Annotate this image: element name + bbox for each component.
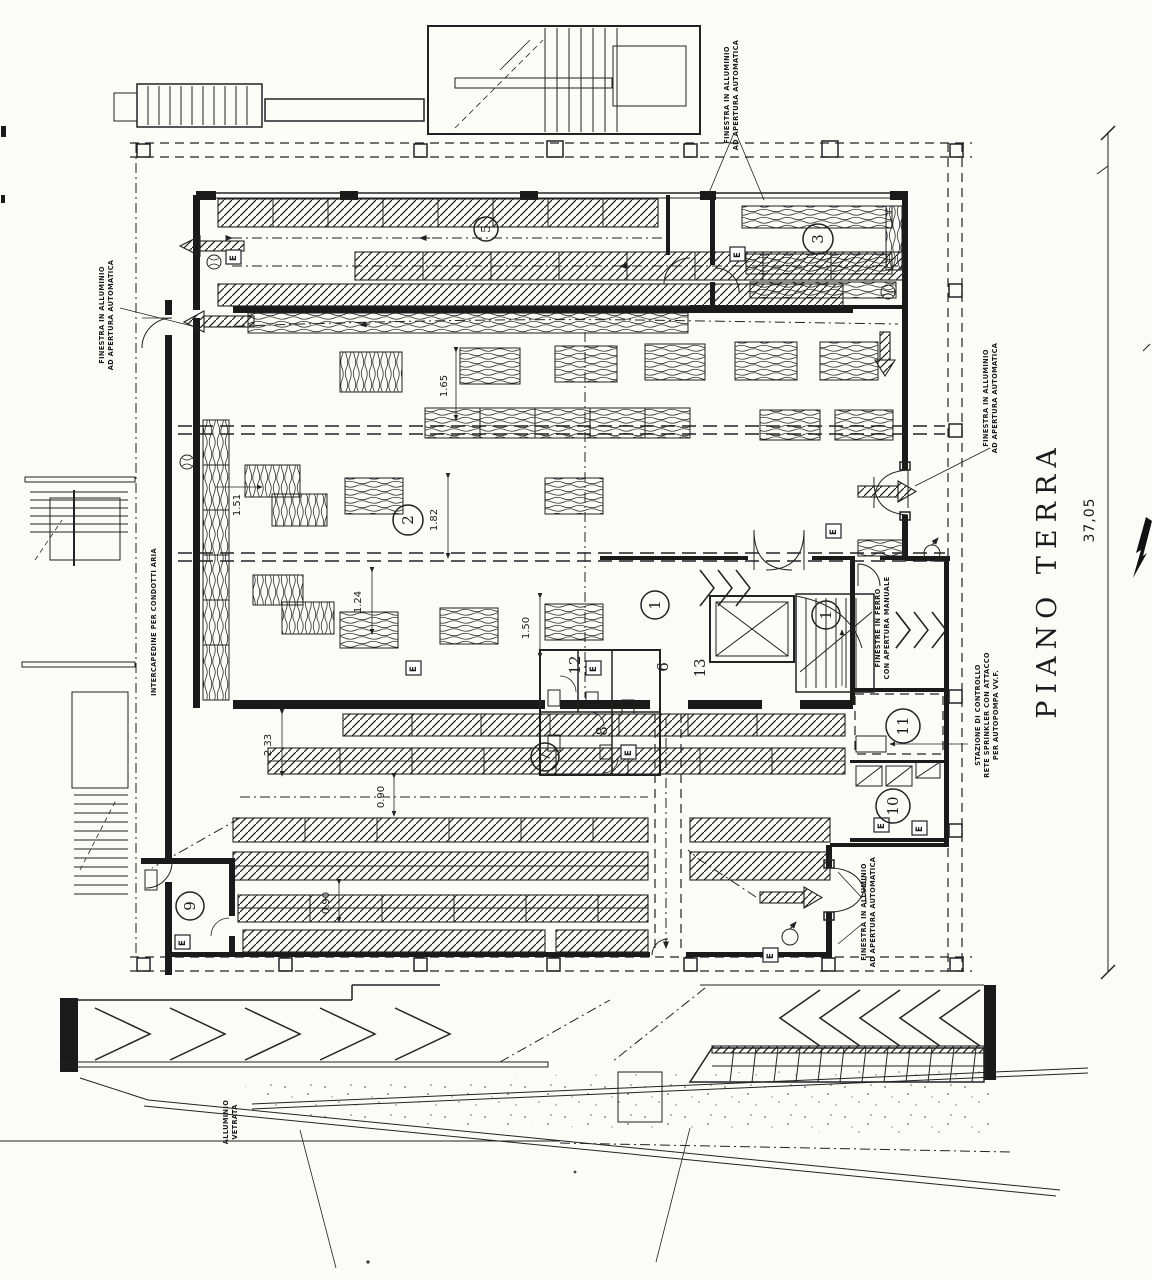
room-number-3: 3 xyxy=(809,234,827,244)
svg-text:AD APERTURA AUTOMATICA: AD APERTURA AUTOMATICA xyxy=(869,856,877,967)
exit-label: E xyxy=(178,940,188,946)
exit-sign: E xyxy=(825,523,842,539)
fan-symbols xyxy=(179,254,941,946)
svg-text:CON APERTURA MANUALE: CON APERTURA MANUALE xyxy=(883,576,891,679)
exit-sign: E xyxy=(174,934,191,950)
dimension-0-90: 0.90 xyxy=(321,892,332,914)
building-walls xyxy=(165,191,950,975)
annotation-finestra-top: FINESTRA IN ALLUMINIO AD APERTURA AUTOMA… xyxy=(705,39,765,201)
external-stairs-left xyxy=(21,476,136,895)
bottom-right-entrance xyxy=(823,859,867,921)
exit-sign: E xyxy=(873,817,890,833)
room9 xyxy=(141,858,235,954)
back-store-racks xyxy=(232,713,846,953)
room-number-1: 1 xyxy=(817,610,835,620)
room-number-circles: 5 3 2 1 1 7 9 11 10 6 13 12 8 xyxy=(175,216,921,921)
room-number-7: 7 xyxy=(536,752,554,762)
plan-title: PIANO TERRA xyxy=(1032,441,1063,719)
annotation-finestra-right: FINESTRA IN ALLUMINIO AD APERTURA AUTOMA… xyxy=(914,342,999,487)
core-elevator-stairs xyxy=(699,461,947,693)
dimension-1-82: 1.82 xyxy=(429,509,440,531)
room-number-11: 11 xyxy=(894,716,912,735)
exit-sign: E xyxy=(911,820,928,836)
rooms-10-11 xyxy=(854,693,968,787)
room-number-5: 5 xyxy=(479,225,493,233)
exit-label: E xyxy=(829,529,839,535)
exit-sign: E xyxy=(225,249,242,265)
dimension-1-50: 1.50 xyxy=(521,617,532,639)
svg-text:FINESTRA IN ALLUMINIO: FINESTRA IN ALLUMINIO xyxy=(982,349,990,447)
annotation-finestra-bottom: FINESTRA IN ALLUMINIO AD APERTURA AUTOMA… xyxy=(837,856,877,967)
svg-text:RETE SPRINKLER CON ATTACCO: RETE SPRINKLER CON ATTACCO xyxy=(983,652,991,778)
svg-text:ALLUMINIO: ALLUMINIO xyxy=(222,1100,230,1144)
entry-arrows xyxy=(178,235,918,909)
room-number-8: 8 xyxy=(593,726,611,736)
annotation-finestre-ferro: FINESTRE IN FERRO CON APERTURA MANUALE xyxy=(874,576,891,679)
external-bottom xyxy=(0,984,1089,1197)
pen-arrow-mark xyxy=(1133,517,1152,578)
overall-dimension-label: 37,05 xyxy=(1082,497,1098,542)
portico-posts xyxy=(136,140,964,972)
svg-text:AD APERTURA AUTOMATICA: AD APERTURA AUTOMATICA xyxy=(732,39,740,150)
room-number-2: 2 xyxy=(399,515,417,525)
dimension-1-65: 1.65 xyxy=(439,375,450,397)
room-number-13: 13 xyxy=(691,658,709,677)
scan-artifacts xyxy=(1,126,691,1269)
dimension-1-51: 1.51 xyxy=(232,494,243,516)
dimension-1-24: 1.24 xyxy=(353,591,364,613)
svg-text:AD APERTURA AUTOMATICA: AD APERTURA AUTOMATICA xyxy=(107,259,115,370)
exit-sign: E xyxy=(762,947,779,963)
annotation-sprinkler: STAZIONE DI CONTROLLO RETE SPRINKLER CON… xyxy=(974,652,1000,778)
dimension-2-33: 2.33 xyxy=(263,734,274,756)
exit-sign: E xyxy=(585,660,602,676)
exit-label: E xyxy=(877,823,887,829)
external-stairs-top xyxy=(113,25,701,135)
room-number-1: 1 xyxy=(646,600,664,610)
svg-text:INTERCAPEDINE PER CONDOTTI ARI: INTERCAPEDINE PER CONDOTTI ARIA xyxy=(150,548,158,696)
annotation-intercapedine: INTERCAPEDINE PER CONDOTTI ARIA xyxy=(150,548,158,696)
exit-sign: E xyxy=(729,246,746,262)
svg-text:FINESTRA IN ALLUMINIO: FINESTRA IN ALLUMINIO xyxy=(723,46,731,144)
exit-label: E xyxy=(766,953,776,959)
svg-text:STAZIONE DI CONTROLLO: STAZIONE DI CONTROLLO xyxy=(974,664,982,766)
room-number-9: 9 xyxy=(181,901,199,911)
annotation-finestra-left: FINESTRA IN ALLUMINIO AD APERTURA AUTOMA… xyxy=(98,259,193,370)
exit-label: E xyxy=(589,666,599,672)
dimension-callouts: 1.65 1.51 1.82 1.24 1.50 2.33 0.90 0.90 xyxy=(215,346,543,923)
svg-text:FINESTRA IN ALLUMINIO: FINESTRA IN ALLUMINIO xyxy=(860,863,868,961)
exit-sign: E xyxy=(620,744,637,760)
exit-label: E xyxy=(624,750,634,756)
svg-text:FINESTRE IN FERRO: FINESTRE IN FERRO xyxy=(874,588,882,667)
svg-text:FINESTRA IN ALLUMINIO: FINESTRA IN ALLUMINIO xyxy=(98,266,106,364)
svg-text:PER AUTOPOMPA VV.F.: PER AUTOPOMPA VV.F. xyxy=(992,670,1000,760)
exit-label: E xyxy=(733,252,743,258)
exit-sign: E xyxy=(405,660,422,676)
room-number-10: 10 xyxy=(884,796,902,815)
exit-label: E xyxy=(915,826,925,832)
dimension-0-90: 0.90 xyxy=(376,786,387,808)
svg-text:VETRATA: VETRATA xyxy=(231,1104,239,1140)
annotation-vetrata: ALLUMINIO VETRATA xyxy=(222,1100,239,1144)
room3-shelving xyxy=(741,205,903,299)
svg-text:AD APERTURA AUTOMATICA: AD APERTURA AUTOMATICA xyxy=(991,342,999,453)
door-arcs xyxy=(141,257,740,956)
annotations: FINESTRA IN ALLUMINIO AD APERTURA AUTOMA… xyxy=(98,39,1000,1144)
sales-area-gondolas xyxy=(202,341,905,701)
circulation-paths xyxy=(151,235,945,952)
exit-label: E xyxy=(409,666,419,672)
exit-label: E xyxy=(229,255,239,261)
room-number-12: 12 xyxy=(566,655,584,674)
title-and-overall-dimension: 37,05 PIANO TERRA xyxy=(1032,125,1152,980)
room-number-6: 6 xyxy=(654,662,672,672)
